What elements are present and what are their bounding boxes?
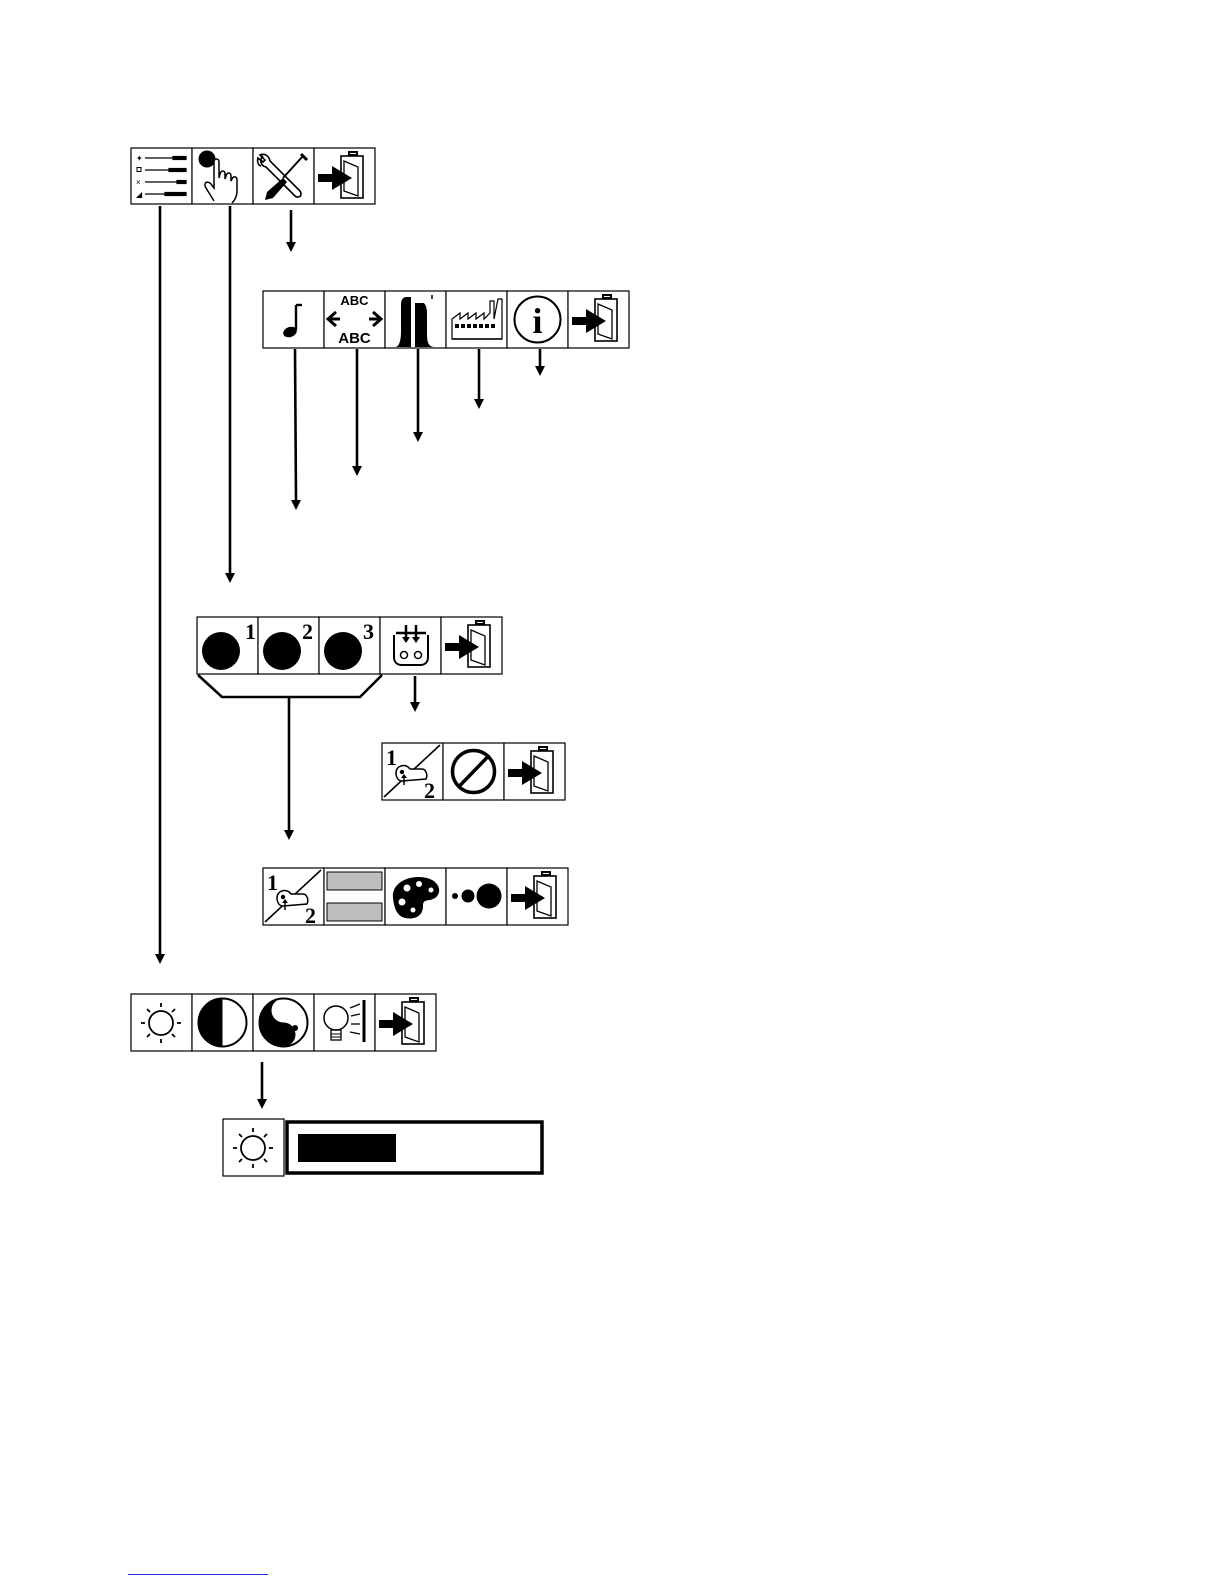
arrow-factory [474,349,484,409]
pointer-hand-icon[interactable] [192,148,253,204]
exit-door-icon[interactable] [507,868,568,925]
input-2-number: 2 [302,619,313,644]
main-menu: ✦ × ◢ [131,148,375,204]
arrow-sound [291,349,301,510]
swap-num-bottom: 2 [305,903,316,928]
arrow-settings-to-picture [155,206,165,964]
factory-icon[interactable] [446,291,507,348]
input-dot-3-icon[interactable]: 3 [319,617,380,674]
arrow-signal [413,349,423,442]
no-symbol-icon[interactable] [443,743,504,800]
brightness-slider-fill [298,1134,396,1162]
input-dot-2-icon[interactable]: 2 [258,617,319,674]
abc-swap-icon[interactable]: ABC ABC [324,291,385,348]
exit-door-icon[interactable] [504,743,565,800]
tools-menu: ABC ABC i [263,291,629,348]
music-note-icon[interactable] [263,291,324,348]
settings-list-icon[interactable]: ✦ × ◢ [131,148,192,204]
exit-door-icon[interactable] [375,994,436,1051]
bulb-light-icon[interactable] [314,994,375,1051]
picture-menu [131,994,436,1051]
arrow-tools-to-tools-menu [286,210,296,252]
brightness-adjust-panel [223,1119,542,1176]
sun-icon [223,1119,284,1176]
color-palette-icon[interactable] [385,868,446,925]
arrow-brightness-to-adjust [257,1062,267,1109]
dot-size-icon[interactable] [446,868,507,925]
arrow-info [535,349,545,376]
info-letter: i [532,301,542,341]
exit-door-icon[interactable] [441,617,502,674]
connector-submenu: 1 2 [382,743,565,803]
swap-num-bottom: 2 [424,778,435,803]
sun-icon[interactable] [131,994,192,1051]
svg-text:×: × [136,178,141,187]
swap-1-2-icon[interactable]: 1 2 [263,868,324,928]
swap-num-top: 1 [386,745,397,770]
svg-text:✦: ✦ [136,154,143,163]
info-icon[interactable]: i [507,291,568,348]
arrow-language [352,349,362,476]
swap-1-2-icon[interactable]: 1 2 [382,743,443,803]
bracket-inputs-group [198,675,382,697]
pattern-bars-icon[interactable] [324,868,385,925]
wrench-screwdriver-icon[interactable] [253,148,314,204]
arrow-inputs-to-input-submenu [284,697,294,840]
brightness-slider[interactable] [287,1122,542,1173]
input-1-number: 1 [245,619,256,644]
abc-top-text: ABC [340,293,369,308]
yin-yang-icon[interactable] [253,994,314,1051]
abc-bottom-text: ABC [338,330,371,347]
exit-door-icon[interactable] [314,148,375,204]
swap-num-top: 1 [267,870,278,895]
footnote-separator [128,1574,268,1575]
input-3-number: 3 [363,619,374,644]
inputs-menu: 1 2 3 [197,617,502,674]
arrow-connector-to-submenu [410,676,420,712]
svg-text:◢: ◢ [136,190,143,199]
connector-plug-icon[interactable] [380,617,441,674]
input-dot-1-icon[interactable]: 1 [197,617,258,674]
exit-door-icon[interactable] [568,291,629,348]
signal-pulse-icon[interactable] [385,291,446,348]
contrast-half-icon[interactable] [192,994,253,1051]
input-submenu: 1 2 [263,868,568,928]
arrow-select-to-inputs [225,206,235,583]
